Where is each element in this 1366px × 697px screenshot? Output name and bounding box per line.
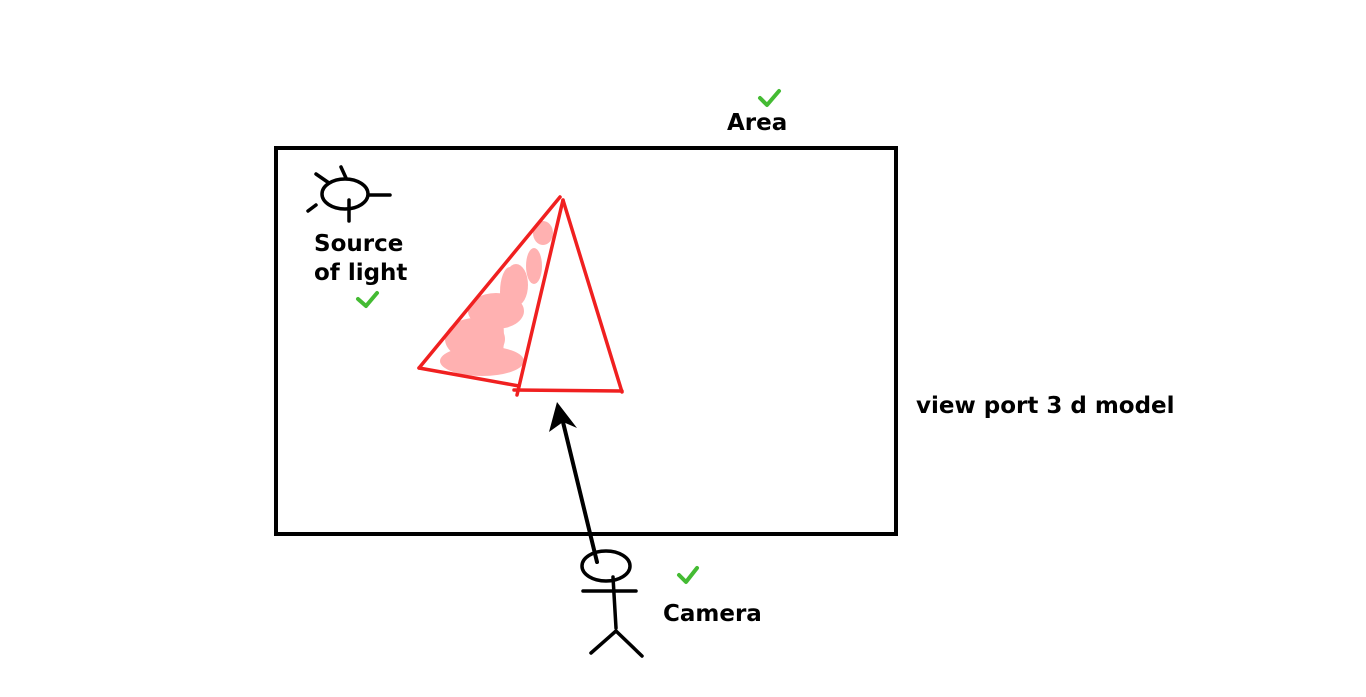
area-label: Area: [727, 110, 788, 136]
triangle-model: [417, 195, 624, 397]
light-source-label: Source of light: [314, 230, 407, 288]
check-icon: [758, 89, 781, 107]
camera-label: Camera: [663, 601, 762, 627]
check-icon: [356, 291, 379, 308]
sun-icon: [306, 165, 392, 223]
light-source-label-line1: Source: [314, 231, 404, 257]
camera-person-icon: [580, 549, 644, 658]
viewport-frame: [274, 146, 898, 536]
check-icon: [677, 566, 699, 584]
triangle-shading: [440, 221, 553, 376]
viewport-label: view port 3 d model: [916, 393, 1175, 419]
arrow-icon: [549, 402, 599, 564]
light-source-label-line2: of light: [314, 260, 408, 286]
